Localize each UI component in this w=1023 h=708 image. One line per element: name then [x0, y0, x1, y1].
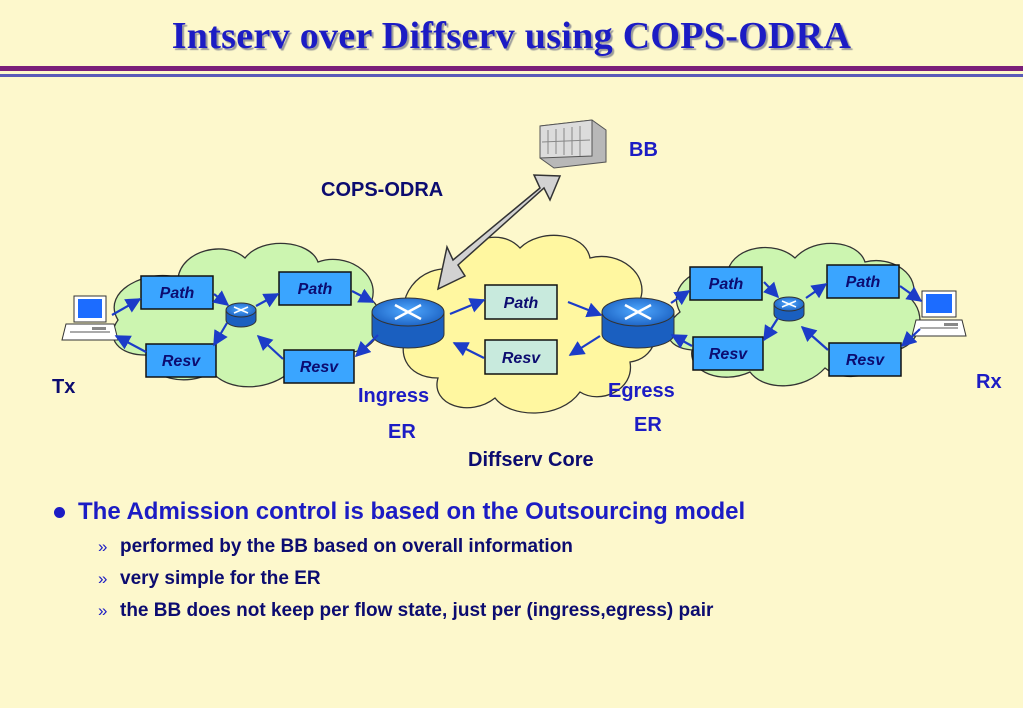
- egress-label-1: Egress: [608, 380, 675, 402]
- computer-icon: [62, 296, 118, 340]
- ingress-label-2: ER: [388, 421, 416, 443]
- bullet-marker: »: [98, 537, 107, 557]
- router-icon: [602, 298, 674, 348]
- bullet-sub-text: performed by the BB based on overall inf…: [120, 536, 573, 557]
- core-path-box: Path: [485, 285, 557, 319]
- core-resv-box: Resv: [485, 340, 557, 374]
- bullet-marker: »: [98, 569, 107, 589]
- path-box: Path: [279, 272, 351, 305]
- resv-box: Resv: [146, 344, 216, 377]
- path-box: Path: [690, 267, 762, 300]
- bullet-main-text: The Admission control is based on the Ou…: [78, 498, 745, 525]
- diffserv-core-label: Diffserv Core: [468, 449, 594, 471]
- bullet-sub: » performed by the BB based on overall i…: [48, 536, 1008, 558]
- path-text: Path: [504, 295, 539, 312]
- resv-text: Resv: [502, 350, 541, 367]
- resv-box: Resv: [284, 350, 354, 383]
- resv-box: Resv: [693, 337, 763, 370]
- bullet-marker: »: [98, 601, 107, 621]
- path-text: Path: [709, 276, 744, 293]
- network-diagram: BB COPS-ODRA Tx Rx Ingress ER Egress ER …: [0, 0, 1023, 500]
- path-box: Path: [141, 276, 213, 309]
- cops-odra-label: COPS-ODRA: [321, 179, 443, 201]
- bullet-main: The Admission control is based on the Ou…: [48, 498, 1008, 526]
- small-router-icon: [774, 297, 804, 321]
- resv-text: Resv: [162, 353, 201, 370]
- egress-label-2: ER: [634, 414, 662, 436]
- bullet-list: The Admission control is based on the Ou…: [48, 498, 1008, 622]
- resv-text: Resv: [846, 352, 885, 369]
- resv-box: Resv: [829, 343, 901, 376]
- resv-text: Resv: [300, 359, 339, 376]
- bullet-dot-icon: [54, 507, 65, 518]
- path-box: Path: [827, 265, 899, 298]
- path-text: Path: [298, 281, 333, 298]
- small-router-icon: [226, 303, 256, 327]
- ingress-label-1: Ingress: [358, 385, 429, 407]
- tx-label: Tx: [52, 376, 75, 398]
- bullet-sub-text: the BB does not keep per flow state, jus…: [120, 600, 713, 621]
- bullet-sub: » the BB does not keep per flow state, j…: [48, 600, 1008, 622]
- router-icon: [372, 298, 444, 348]
- bullet-sub: » very simple for the ER: [48, 568, 1008, 590]
- rx-label: Rx: [976, 371, 1002, 393]
- path-text: Path: [846, 274, 881, 291]
- resv-text: Resv: [709, 346, 748, 363]
- bullet-sub-text: very simple for the ER: [120, 568, 321, 589]
- server-rack-icon: [540, 120, 606, 168]
- bb-label: BB: [629, 139, 658, 161]
- path-text: Path: [160, 285, 195, 302]
